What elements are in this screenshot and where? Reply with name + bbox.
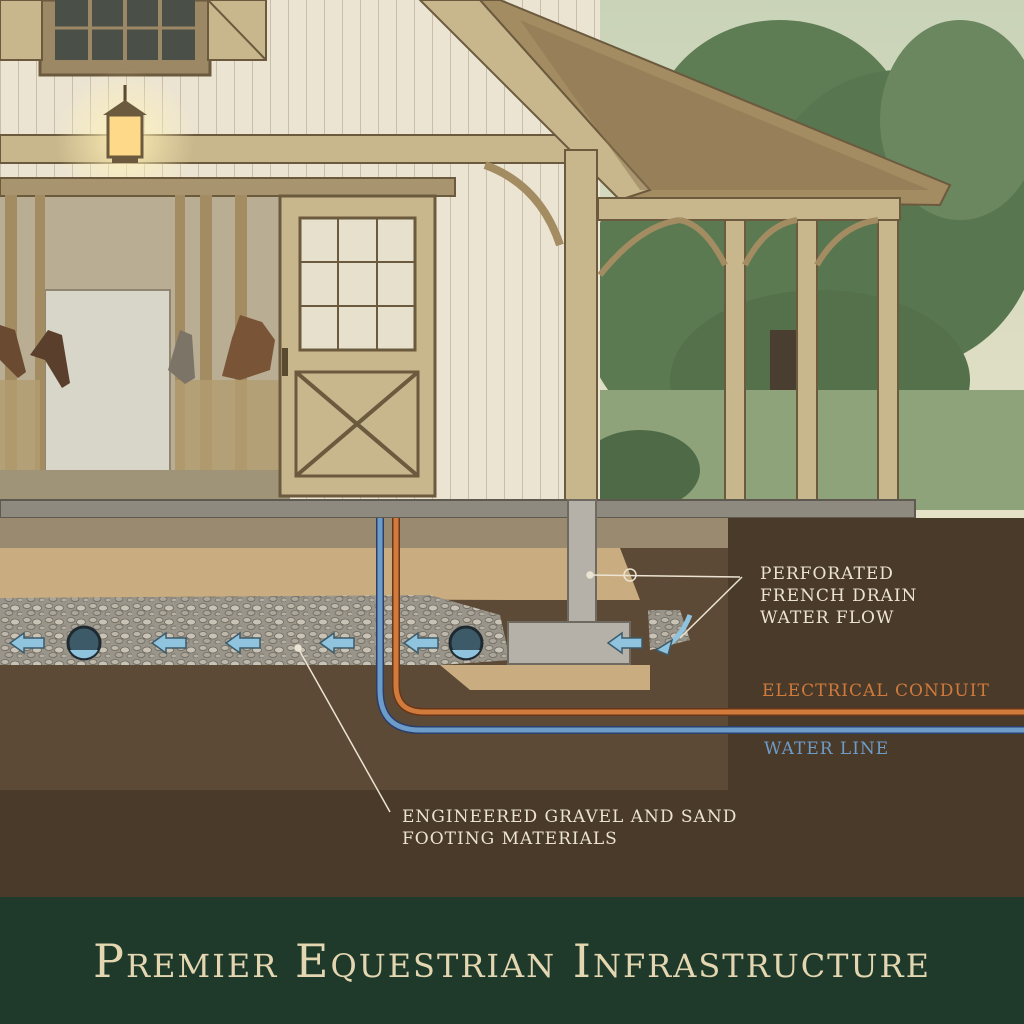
top-footing-layer [0, 518, 728, 548]
sliding-barn-door [278, 194, 437, 498]
sliding-door-track [0, 177, 456, 197]
shrub [580, 430, 700, 510]
leader-lines [294, 571, 743, 813]
roof-underside [520, 20, 930, 190]
french-drain-label-line-3: WATER FLOW [760, 608, 895, 628]
floor-slab [0, 499, 916, 519]
porch-beam [597, 197, 901, 221]
gravel-footing-label: ENGINEERED GRAVEL AND SAND FOOTING MATER… [402, 806, 737, 850]
loft-window [0, 0, 267, 77]
porch-posts [483, 161, 899, 503]
horse-heads [0, 315, 275, 388]
water-flow-arrows [8, 614, 693, 657]
sand-layer [0, 548, 640, 600]
french-drain-pipes [66, 625, 484, 661]
corner-post [564, 149, 598, 501]
lantern [55, 70, 195, 210]
electrical-conduit-label: ELECTRICAL CONDUIT [762, 681, 990, 701]
french-drain-label: PERFORATED FRENCH DRAIN WATER FLOW [760, 563, 917, 629]
french-drain-label-line-1: PERFORATED [760, 564, 894, 584]
french-drain-label-line-2: FRENCH DRAIN [760, 586, 918, 606]
gravel-footing-label-line-1: ENGINEERED GRAVEL AND SAND [402, 807, 738, 827]
title-banner: Premier Equestrian Infrastructure [0, 897, 1024, 1024]
gravel-footing-label-line-2: FOOTING MATERIALS [402, 829, 618, 849]
water-line-pipe [377, 518, 1024, 733]
footing-sand-pad [440, 665, 650, 690]
water-line-label: WATER LINE [764, 739, 890, 759]
banner-title: Premier Equestrian Infrastructure [93, 933, 931, 988]
aisle-floor [0, 470, 290, 500]
electrical-conduit [393, 518, 1024, 715]
